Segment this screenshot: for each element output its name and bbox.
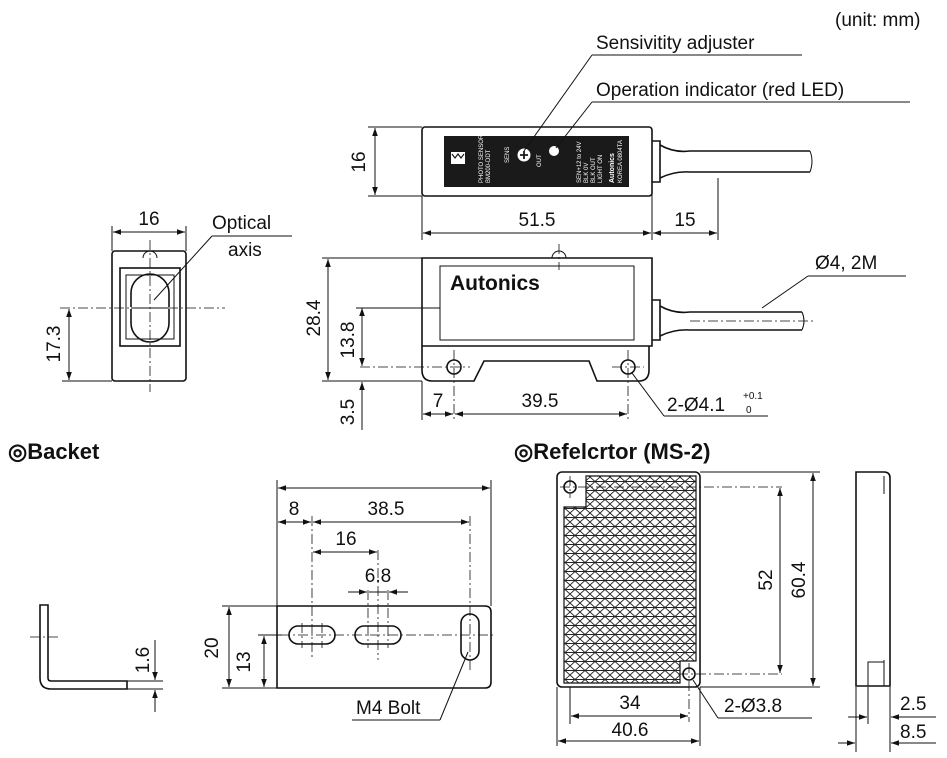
dim-refl-outer-h: 60.4 [789, 561, 810, 598]
label-sens: SENS [505, 147, 511, 163]
front-window [439, 265, 635, 341]
sensor-body-top [421, 126, 653, 197]
dim-side-width: 16 [138, 209, 159, 230]
bracket-front-view: 8 38.5 16 6.8 20 13 M4 Bolt [202, 480, 496, 721]
indicator-callout: Operation indicator (red LED) [596, 80, 844, 101]
dim-top-length: 51.5 [519, 210, 556, 231]
side-view: 16 Optical axis 17.3 [44, 209, 292, 392]
dim-bracket-first: 8 [289, 499, 300, 520]
sensitivity-callout: Sensivitity adjuster [596, 33, 755, 54]
top-view: PHOTO SENSOR BM200-DDT SENS OUT SEN+12 t… [349, 33, 910, 240]
front-view: Autonics Ø4, 2M 28.4 13.8 3.5 7 [304, 244, 906, 430]
label-small-brand: Autonics [609, 153, 616, 183]
label-made-in: KOREA 0804TA [618, 140, 624, 183]
product-label-plate [444, 136, 629, 187]
cable-callout: Ø4, 2M [815, 253, 877, 274]
dim-refl-side-t2: 8.5 [900, 722, 926, 743]
mount-holes-callout: 2-Ø4.1 [667, 395, 725, 416]
optical-axis-line2: axis [228, 240, 262, 261]
dim-front-axis: 13.8 [338, 322, 359, 359]
unit-note: (unit: mm) [835, 10, 921, 31]
dim-refl-side-t1: 2.5 [900, 694, 926, 715]
label-spec1: SEN+12 to 24V [577, 141, 583, 183]
dim-bracket-slot-pitch: 16 [335, 529, 356, 550]
optical-axis-line1: Optical [212, 213, 271, 234]
dim-side-axis: 17.3 [44, 326, 65, 363]
dim-top-height: 16 [349, 151, 370, 172]
dim-hole-pitch: 39.5 [522, 391, 559, 412]
label-spec4: LIGHT ON [598, 155, 604, 183]
bracket-section-title: ◎Backet [8, 439, 100, 464]
reflector-front-view: 52 60.4 34 40.6 2-Ø3.8 [556, 471, 820, 746]
reflector-holes-callout: 2-Ø3.8 [724, 696, 782, 717]
reflector-side-view: 2.5 8.5 [838, 471, 936, 752]
dim-front-height: 28.4 [304, 299, 325, 336]
dim-bracket-total: 38.5 [368, 499, 405, 520]
reflector-body [556, 471, 701, 688]
reflector-section-title: ◎Refelcrtor (MS-2) [514, 439, 710, 464]
optical-mark-icon [451, 152, 465, 164]
front-brand-logo: Autonics [450, 272, 540, 295]
label-model-line2: BM200-DDT [486, 149, 492, 183]
dim-bracket-slot-len: 6.8 [365, 566, 391, 587]
mount-holes-tol-lower: 0 [746, 405, 752, 416]
dim-refl-inner-h: 52 [756, 569, 777, 590]
label-model-line1: PHOTO SENSOR [479, 134, 485, 183]
dim-front-foot: 3.5 [338, 399, 359, 425]
dim-bracket-hole-h: 13 [234, 651, 255, 672]
dim-cable-len: 15 [674, 210, 695, 231]
dim-hole-offset: 7 [433, 391, 444, 412]
label-spec3: BLK OUT [591, 157, 597, 183]
dim-bracket-height: 20 [202, 637, 223, 658]
mount-holes-tol-upper: +0.1 [743, 391, 763, 402]
dim-bracket-thickness: 1.6 [133, 647, 154, 673]
bracket-side-view: 1.6 [30, 604, 163, 712]
label-spec2: BLK 0V [584, 163, 590, 183]
operation-led-icon [549, 146, 559, 156]
sensor-body-side [111, 250, 187, 382]
reflector-prism-area [563, 475, 697, 684]
label-out: OUT [537, 154, 543, 167]
dim-refl-inner-w: 34 [619, 693, 641, 714]
m4-bolt-callout: M4 Bolt [356, 698, 421, 719]
dim-refl-outer-w: 40.6 [612, 720, 649, 741]
